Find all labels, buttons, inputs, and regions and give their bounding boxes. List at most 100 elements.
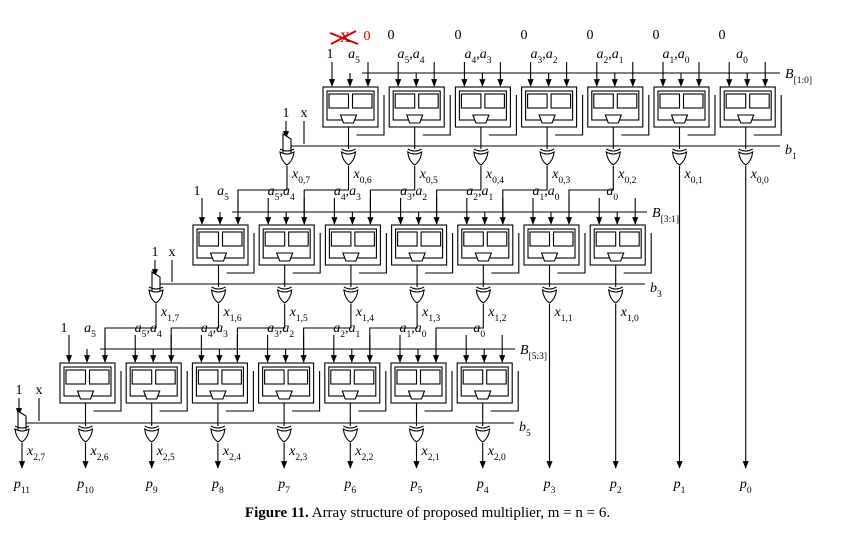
row1-cell-1 [258, 224, 315, 266]
row0-input-2: a5,a4 [397, 47, 424, 66]
row2-output-label: x2,2 [354, 444, 373, 463]
row1-xor-5 [475, 286, 491, 304]
row2-xor-7 [475, 425, 491, 443]
row1-output-label: x1,2 [487, 305, 506, 324]
row2-cell-6 [456, 362, 513, 404]
row1-carry-wire [491, 233, 520, 274]
row0-input-a5: a5 [348, 47, 360, 66]
row0-carry-wire [555, 95, 584, 136]
row0-to-row1 [502, 166, 548, 224]
strike-mark [329, 30, 359, 45]
cell-selector [472, 114, 490, 124]
cell-register [486, 231, 508, 247]
row0-output-label: x0,2 [617, 167, 636, 186]
cell-register [593, 93, 614, 109]
row2-input-a5: a5 [84, 321, 96, 340]
row2-cell-3 [258, 362, 315, 404]
row1-output-label: x1,7 [160, 305, 179, 324]
row0-input-6: a3,a2 [530, 47, 557, 66]
row0-xor-4 [539, 148, 555, 166]
xor-curve [473, 148, 489, 152]
row1-output-label: x1,5 [289, 305, 308, 324]
row1-output-label: x1,0 [620, 305, 639, 324]
cell-register [394, 93, 416, 109]
row1-xor-4 [409, 286, 425, 304]
cell-register [550, 93, 572, 109]
row0-carry-wire [356, 95, 385, 136]
row1-input-4: a3,a2 [400, 184, 427, 203]
row1-xor-1 [210, 286, 227, 304]
cell-register [616, 93, 638, 109]
xor-curve [606, 148, 621, 152]
xor-body [148, 288, 164, 304]
row1-carry-wire [425, 233, 454, 274]
cell-register [287, 369, 309, 385]
row1-input-5: a2,a1 [466, 184, 493, 203]
cell-selector [275, 252, 294, 262]
cell-register [131, 369, 153, 385]
row0-mux-input-x: x [301, 106, 308, 121]
xor-curve [343, 425, 358, 429]
cell-selector [606, 252, 625, 262]
caption-text: Array structure of proposed multiplier, … [311, 505, 611, 521]
row0-cell-6 [719, 86, 776, 128]
xor-curve [738, 148, 753, 152]
xor-body [539, 150, 555, 166]
row1-control-label: b3 [650, 281, 662, 300]
xor-curve [475, 425, 490, 429]
row2-output-label: x2,7 [26, 444, 45, 463]
row2-carry-wire [358, 371, 387, 412]
caption-label: Figure 11. [244, 505, 309, 521]
figure-caption: Figure 11. Array structure of proposed m… [0, 505, 855, 522]
row1-output-label: x1,1 [554, 305, 573, 324]
xor-body [144, 427, 160, 443]
row0-output-label: x0,3 [551, 167, 570, 186]
xor-body [276, 427, 292, 443]
row2-output-label: x2,6 [90, 444, 109, 463]
xor-body [409, 288, 425, 304]
xor-body [541, 288, 558, 304]
cell-selector [209, 390, 227, 400]
row2-carry-wire [424, 371, 453, 412]
row2-input-4: a3,a2 [267, 321, 294, 340]
product-label-p11: p11 [13, 477, 30, 496]
row2-output-label: x2,3 [288, 444, 307, 463]
xor-body [340, 150, 357, 166]
xor-body [77, 427, 94, 443]
row2-input-5: a2,a1 [333, 321, 360, 340]
xor-body [343, 288, 359, 304]
row1-to-row2 [104, 304, 157, 362]
row0-to-row1 [237, 166, 288, 224]
row0-carry-wire [687, 95, 716, 136]
cell-selector [339, 114, 358, 124]
row2-cell-5 [390, 362, 447, 404]
cell-selector [736, 114, 755, 124]
row2-xor-1 [77, 425, 94, 443]
xor-curve [608, 286, 623, 290]
xor-body [608, 288, 624, 304]
row0-zero-8: 0 [587, 28, 594, 43]
cell-register [65, 369, 87, 385]
cell-selector [76, 390, 95, 400]
row1-to-row2 [303, 304, 352, 362]
row0-output-label: x0,1 [684, 167, 703, 186]
row0-xor-5 [605, 148, 621, 166]
cell-selector [670, 114, 689, 124]
product-label-p10: p10 [76, 477, 94, 496]
cell-register [420, 231, 442, 247]
cell-selector [142, 390, 161, 400]
row0-cell-4 [587, 86, 644, 128]
product-label-p6: p6 [343, 477, 356, 496]
row0-cell-3 [521, 86, 578, 128]
row2-bus-label: B[5:3] [520, 343, 547, 362]
product-label-p8: p8 [211, 477, 224, 496]
cell-selector [604, 114, 623, 124]
row0-zero-10: 0 [653, 28, 660, 43]
xor-body [342, 427, 358, 443]
row2-carry-wire [159, 371, 188, 412]
row0-crossed-input: x [340, 25, 350, 47]
row1-carry-wire [623, 233, 652, 274]
row2-input-7: a0 [473, 321, 485, 340]
row1-mux-input-1: 1 [152, 245, 159, 260]
xor-curve [341, 148, 356, 152]
